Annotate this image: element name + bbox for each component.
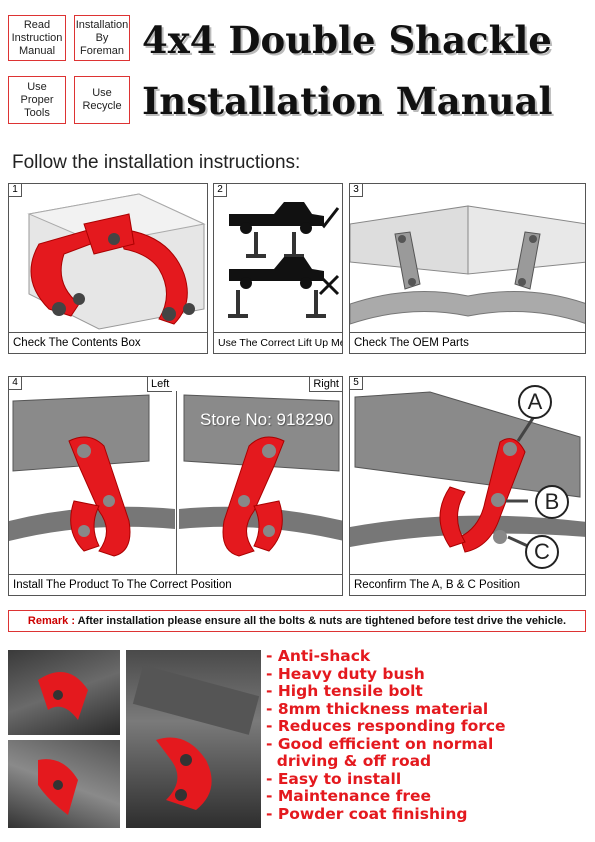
remark-label: Remark : (27, 615, 75, 627)
step-number: 3 (350, 184, 363, 197)
step-panel-4: 4 Left Right Install The Product To The … (8, 376, 343, 596)
step-panel-1: 1 Check The Contents Box (8, 183, 208, 354)
truck-on-lift-correct (229, 202, 324, 258)
follow-heading: Follow the installation instructions: (12, 152, 301, 173)
step-caption: Check The Contents Box (9, 332, 207, 353)
title-line2: Installation Manual (142, 79, 553, 123)
truck-on-lift-wrong (228, 257, 326, 318)
lift-illustration (228, 202, 340, 318)
feature-item: - Heavy duty bush (266, 664, 425, 683)
photo-installed-2 (8, 740, 120, 828)
step-panel-3: 3 Check The OEM Parts (349, 183, 586, 354)
step-caption: Check The OEM Parts (350, 332, 585, 353)
feature-item: - High tensile bolt (266, 682, 423, 700)
step-panel-2: 2 Use The Correct Lift Up Mechine (213, 183, 343, 354)
checkmark-icon (316, 207, 340, 229)
feature-item: - Powder coat finishing (266, 804, 468, 823)
marker-a: A (518, 385, 552, 419)
photo-installed-1 (8, 650, 120, 735)
store-watermark: Store No: 918290 (200, 410, 334, 429)
photo-installed-3 (126, 650, 261, 828)
step-number: 1 (9, 184, 22, 197)
title-line1: 4x4 Double Shackle (142, 18, 552, 62)
right-side-label: Right (309, 377, 342, 392)
contents-box-illustration (27, 193, 206, 330)
oem-parts-illustration (350, 205, 585, 325)
tag-installation-foreman: Installation By Foreman (74, 15, 130, 61)
remark-box: Remark : After installation please ensur… (8, 610, 586, 632)
step-number: 2 (214, 184, 227, 197)
step-caption: Use The Correct Lift Up Mechine (214, 332, 342, 353)
left-side-label: Left (147, 377, 173, 392)
feature-item: - Easy to install (266, 769, 402, 788)
tag-recycle: Use Recycle (74, 76, 130, 124)
cross-icon (318, 274, 340, 296)
feature-item: - 8mm thickness material (266, 699, 489, 718)
feature-item: - Good efficient on normal (266, 734, 494, 753)
feature-item: - Maintenance free (266, 787, 432, 805)
step-caption: Install The Product To The Correct Posit… (9, 574, 342, 595)
marker-c: C (525, 535, 559, 569)
step-number: 5 (350, 377, 363, 390)
step-panel-5: 5 A B C Reconfirm The A, B & C Position (349, 376, 586, 596)
reconfirm-illustration (350, 391, 585, 553)
feature-item: driving & off road (266, 752, 432, 770)
tag-proper-tools: Use Proper Tools (8, 76, 66, 124)
step-caption: Reconfirm The A, B & C Position (350, 574, 585, 595)
feature-item: - Anti-shack (266, 647, 371, 665)
install-position-illustration (9, 394, 342, 557)
feature-item: - Reduces responding force (266, 717, 506, 735)
feature-list: - Anti-shack - Heavy duty bush - High te… (266, 647, 591, 823)
panel-divider (176, 391, 177, 577)
step-number: 4 (9, 377, 22, 390)
tag-read-manual: Read Instruction Manual (8, 15, 66, 61)
remark-text: After installation please ensure all the… (77, 615, 567, 627)
marker-b: B (535, 485, 569, 519)
